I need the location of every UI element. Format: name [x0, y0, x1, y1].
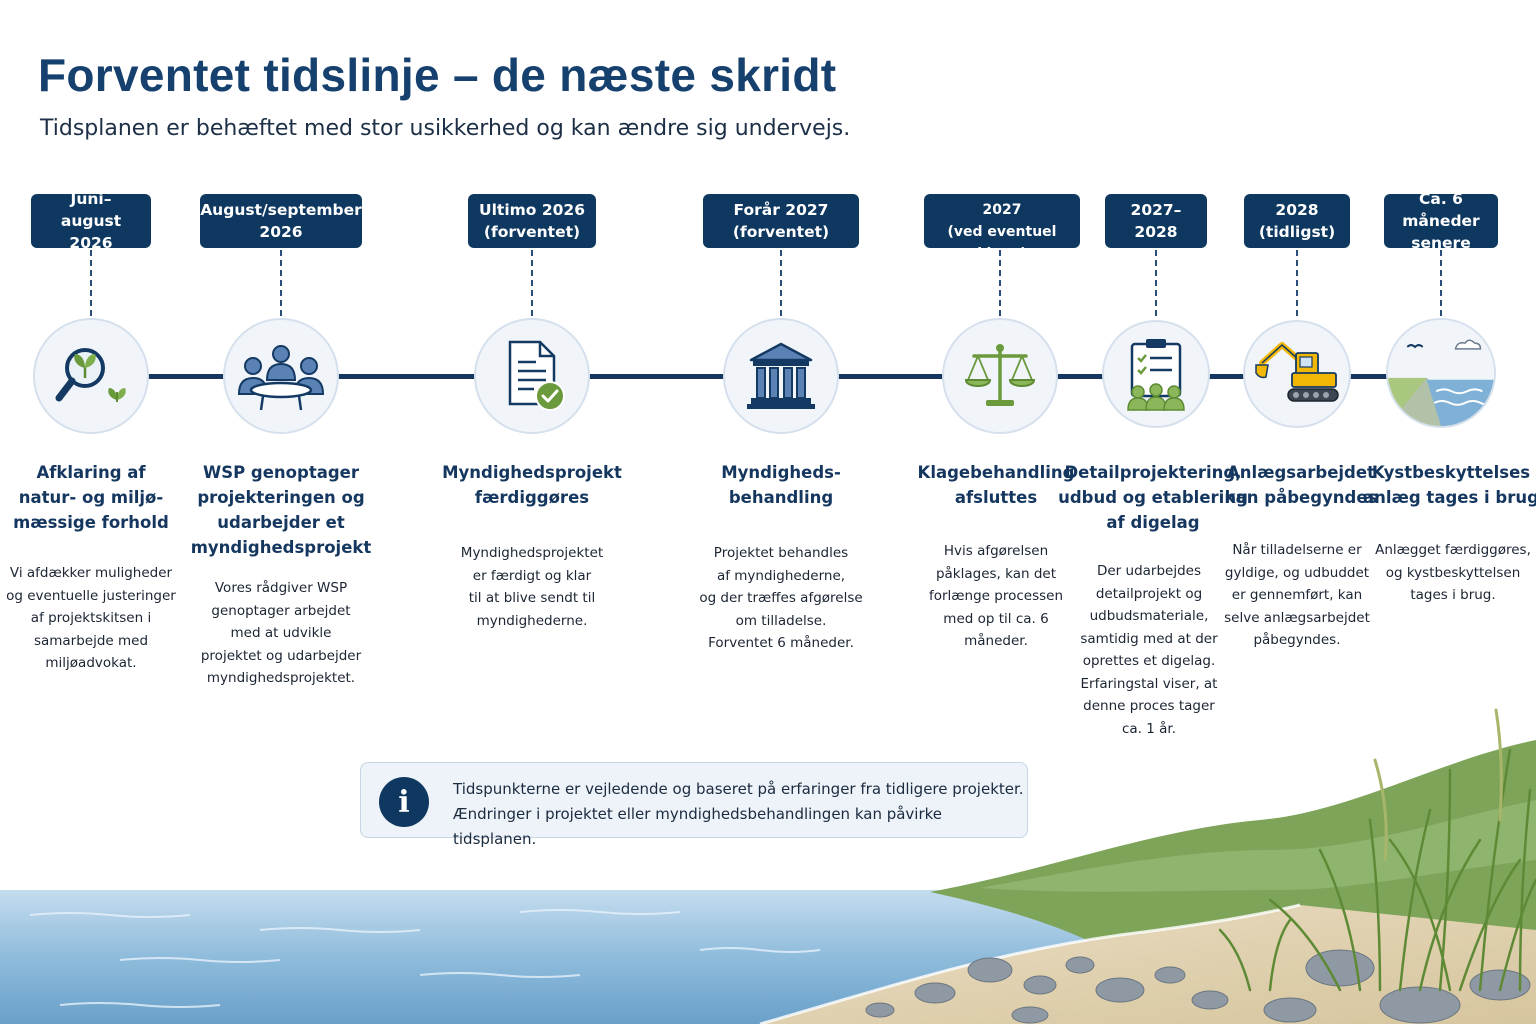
stage-title: Myndigheds- behandling	[721, 463, 841, 507]
stage-description: Anlægget færdiggøres, og kystbeskyttelse…	[1375, 542, 1531, 603]
stage-description: Vi afdækker muligheder og eventuelle jus…	[6, 565, 176, 671]
stage-title: Myndighedsprojekt færdiggøres	[442, 463, 622, 507]
stage-title: WSP genoptager projekteringen og udarbej…	[190, 463, 372, 557]
excavator-icon	[1243, 320, 1351, 428]
connector-dash	[90, 250, 92, 316]
connector-dash	[280, 250, 282, 316]
connector-dash	[780, 250, 782, 316]
stage-title: Kystbeskyttelses anlæg tages i brug	[1363, 463, 1536, 507]
info-text: Tidspunkterne er vejledende og baseret p…	[453, 780, 1024, 848]
authority-building-icon	[723, 318, 839, 434]
page-title: Forventet tidslinje – de næste skridt	[38, 49, 837, 101]
stage-date: Forår 2027 (forventet)	[703, 194, 859, 248]
stage-date: August/september 2026	[200, 194, 362, 248]
stage-title: Klagebehandling afsluttes	[917, 463, 1075, 507]
info-note: i Tidspunkterne er vejledende og baseret…	[360, 762, 1028, 848]
magnifier-leaf-icon	[33, 318, 149, 434]
stage-title: Afklaring af natur- og miljø- mæssige fo…	[13, 463, 169, 532]
connector-dash	[1155, 250, 1157, 316]
stage-title: Anlægsarbejdet kan påbegyndes	[1224, 463, 1378, 507]
scales-icon	[942, 318, 1058, 434]
connector-dash	[1296, 250, 1298, 316]
stones	[865, 949, 1531, 1024]
info-icon: i	[379, 777, 429, 827]
coast-protection-icon	[1386, 318, 1496, 428]
stage-description: Projektet behandles af myndighederne, og…	[699, 545, 863, 651]
stage-date: Sommer/efterår 2027 (ved eventuel klage)	[924, 180, 1080, 262]
stage-date: Juni– august 2026	[31, 190, 151, 252]
connector-dash	[1440, 250, 1442, 316]
meeting-icon	[223, 318, 339, 434]
stage-description: Myndighedsprojektet er færdigt og klar t…	[460, 545, 604, 629]
stage-title: Detailprojektering, udbud og etablering …	[1058, 463, 1248, 532]
stage-description: Der udarbejdes detailprojekt og udbudsma…	[1080, 563, 1218, 737]
connector-dash	[999, 250, 1001, 316]
clipboard-team-icon	[1102, 320, 1210, 428]
stage-description: Når tilladelserne er gyldige, og udbudde…	[1224, 542, 1370, 648]
stage-description: Hvis afgørelsen påklages, kan det forlæn…	[928, 543, 1064, 649]
stage-date: Ultimo 2026 (forventet)	[468, 194, 596, 248]
grass	[1218, 748, 1536, 992]
stage-date: Ca. 6 måneder senere	[1384, 190, 1498, 252]
document-check-icon	[474, 318, 590, 434]
page-subtitle: Tidsplanen er behæftet med stor usikkerh…	[40, 116, 851, 141]
stage-date: 2027–2028	[1105, 194, 1207, 248]
stage-description: Vores rådgiver WSP genoptager arbejdet m…	[200, 580, 362, 686]
stage-date: 2028 (tidligst)	[1244, 194, 1350, 248]
connector-dash	[531, 250, 533, 316]
